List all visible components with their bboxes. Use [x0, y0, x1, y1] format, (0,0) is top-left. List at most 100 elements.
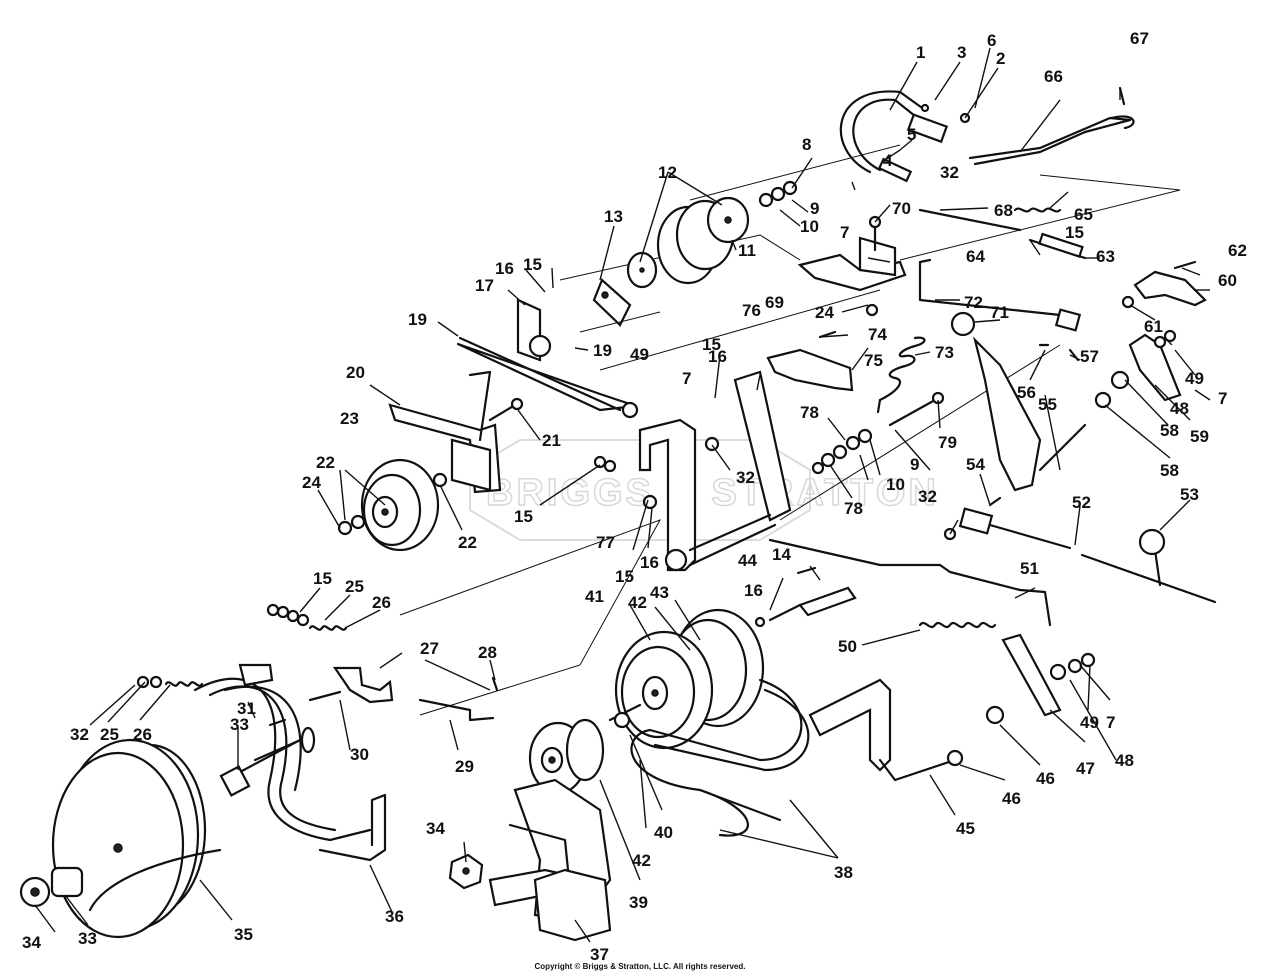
lever-60 [1121, 260, 1207, 309]
callout-1: 1 [916, 43, 925, 62]
callout-77: 77 [596, 533, 615, 552]
callout-42-a: 42 [628, 593, 647, 612]
callout-68: 68 [994, 201, 1013, 220]
spring-washers-26 [136, 603, 348, 727]
callout-33-a: 33 [230, 715, 249, 734]
callout-44: 44 [738, 551, 757, 570]
callout-7: 7 [840, 223, 849, 242]
callout-45: 45 [956, 819, 975, 838]
belt-guard-37 [488, 778, 612, 942]
callout-5: 5 [907, 125, 916, 144]
bracket-45 [808, 678, 1005, 782]
callout-15-e: 15 [1065, 223, 1084, 242]
callout-62: 62 [1228, 241, 1247, 260]
callout-53: 53 [1180, 485, 1199, 504]
idler-bracket-20 [388, 370, 502, 494]
callout-32-c: 32 [918, 487, 937, 506]
callout-16-b: 16 [708, 347, 727, 366]
callout-73: 73 [935, 343, 954, 362]
callout-48-a: 48 [1115, 751, 1134, 770]
callout-47: 47 [1076, 759, 1095, 778]
callout-42-b: 42 [632, 851, 651, 870]
callout-2: 2 [996, 49, 1005, 68]
callout-15-d: 15 [615, 567, 634, 586]
callout-4: 4 [883, 151, 893, 170]
callout-58-b: 58 [1160, 461, 1179, 480]
small-pulley-39 [528, 718, 605, 795]
callout-33-b: 33 [78, 929, 97, 948]
pivot-plate-59 [1038, 329, 1182, 409]
callout-72: 72 [964, 293, 983, 312]
pivot-bolt-79 [811, 391, 945, 475]
callout-66: 66 [1044, 67, 1063, 86]
spring-50 [918, 621, 997, 629]
callout-64: 64 [966, 247, 985, 266]
callout-labels: 1 2 3 4 5 6 7 8 9 10 11 12 13 14 15 16 1… [22, 29, 1247, 964]
bracket-13 [579, 278, 661, 333]
callout-37: 37 [590, 945, 609, 964]
callout-43: 43 [650, 583, 669, 602]
callout-54: 54 [966, 455, 985, 474]
callout-24-b: 24 [815, 303, 834, 322]
bolt-44 [754, 566, 857, 628]
svg-text:BRIGGS & STRATTON: BRIGGS & STRATTON [486, 472, 939, 514]
callout-28: 28 [478, 643, 497, 662]
callout-22-a: 22 [316, 453, 335, 472]
callout-25-a: 25 [345, 577, 364, 596]
callout-6: 6 [987, 31, 996, 50]
callout-23: 23 [340, 409, 359, 428]
callout-14: 14 [772, 545, 791, 564]
callout-75: 75 [864, 351, 883, 370]
plate-47 [1001, 633, 1096, 717]
callout-36: 36 [385, 907, 404, 926]
callout-55: 55 [1038, 395, 1057, 414]
callout-65: 65 [1074, 205, 1093, 224]
callout-10: 10 [800, 217, 819, 236]
callout-17: 17 [475, 276, 494, 295]
shift-lever-53 [1080, 528, 1217, 604]
callout-15-b: 15 [702, 335, 721, 354]
callout-63: 63 [1096, 247, 1115, 266]
rod-51 [768, 538, 1052, 627]
rod-52 [943, 496, 1072, 550]
callout-31: 31 [237, 699, 256, 718]
callout-24-a: 24 [302, 473, 321, 492]
callout-11: 11 [738, 241, 756, 260]
callout-3: 3 [957, 43, 966, 62]
callout-32-d: 32 [70, 725, 89, 744]
shaft-19-assembly [456, 298, 639, 419]
callout-9-b: 9 [910, 455, 919, 474]
callout-15-a: 15 [523, 255, 542, 274]
callout-15-c: 15 [514, 507, 533, 526]
callout-7-b: 7 [682, 369, 691, 388]
control-rod-66 [968, 86, 1135, 166]
bolt-21 [488, 397, 524, 422]
callout-78-a: 78 [800, 403, 819, 422]
callout-9: 9 [810, 199, 819, 218]
mounting-plate-69 [797, 215, 907, 317]
callout-69: 69 [765, 293, 784, 312]
callout-48-b: 48 [1170, 399, 1189, 418]
callout-19-b: 19 [593, 341, 612, 360]
callout-52: 52 [1072, 493, 1091, 512]
callout-7-c: 7 [1218, 389, 1227, 408]
callout-51: 51 [1020, 559, 1039, 578]
brand-watermark: BRIGGS & STRATTON [469, 439, 939, 541]
callout-16-a: 16 [495, 259, 514, 278]
drive-shaft-33 [219, 726, 316, 797]
bracket-27 [308, 666, 499, 722]
rod-64 [918, 207, 1087, 332]
callout-16-c: 16 [640, 553, 659, 572]
callout-41: 41 [585, 587, 604, 606]
callout-60: 60 [1218, 271, 1237, 290]
callout-49-a: 49 [1080, 713, 1099, 732]
callout-35: 35 [234, 925, 253, 944]
callout-30: 30 [350, 745, 369, 764]
brake-band-assembly [839, 90, 971, 183]
callout-27: 27 [420, 639, 439, 658]
drive-pulley-41 [608, 608, 765, 750]
callout-39: 39 [629, 893, 648, 912]
guide-lines [399, 144, 1181, 716]
drive-belts-38 [630, 678, 810, 837]
